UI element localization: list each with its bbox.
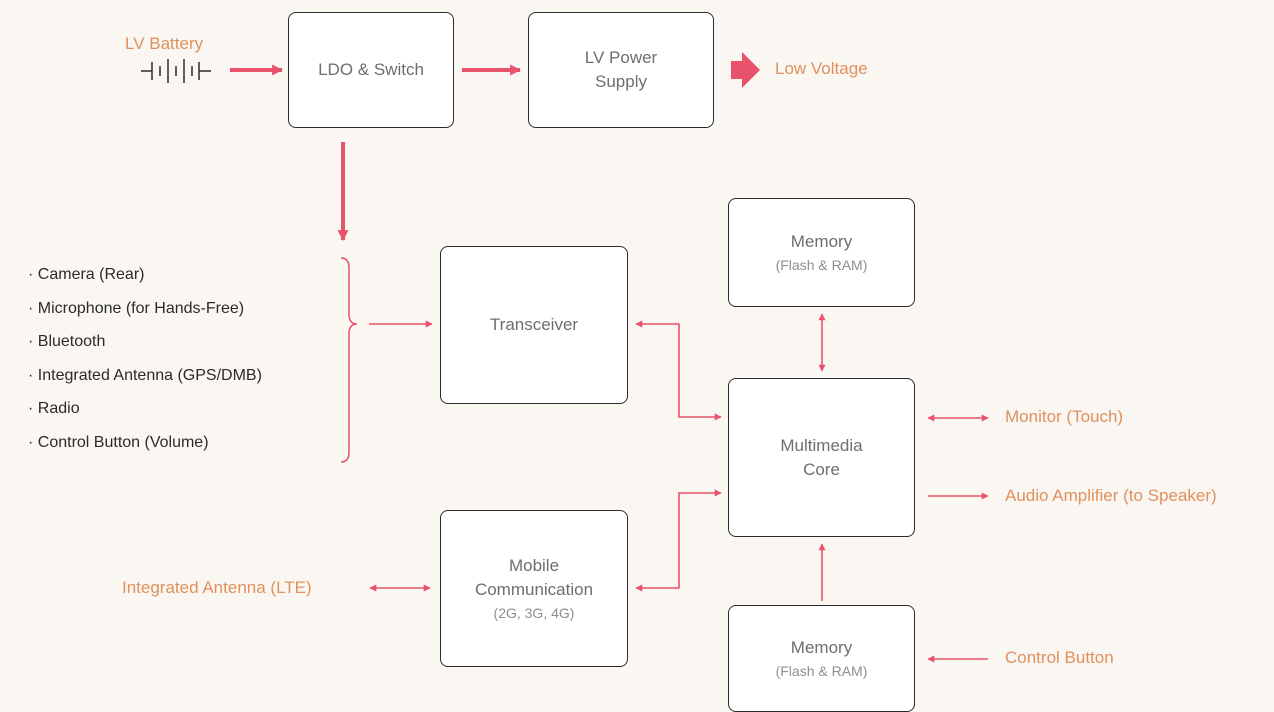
transceiver-label: Transceiver (489, 315, 579, 334)
monitor-label: Monitor (Touch) (1005, 407, 1124, 426)
input-list: Camera (Rear) Microphone (for Hands-Free… (28, 262, 262, 464)
arrow-mobile-multimedia (635, 489, 722, 592)
block-arrow-icon (731, 52, 760, 88)
ldo-switch-label: LDO & Switch (318, 60, 424, 79)
arrow-transceiver-multimedia (635, 320, 722, 421)
multimedia-line2: Core (803, 459, 840, 479)
mobile-line1: Mobile (508, 555, 560, 575)
mobile-line2: Communication (474, 579, 594, 599)
memory-bottom-box: Memory (Flash & RAM) (728, 605, 915, 712)
transceiver-box: Transceiver (440, 246, 628, 404)
low-voltage-label: Low Voltage (775, 59, 868, 78)
list-item: Control Button (Volume) (28, 430, 262, 464)
multimedia-core-box: Multimedia Core (728, 378, 915, 537)
lv-power-supply-line1: LV Power (584, 48, 658, 67)
memory-top-sub: (Flash & RAM) (775, 256, 868, 273)
memory-bottom-title: Memory (790, 637, 853, 657)
memory-top-title: Memory (790, 231, 853, 251)
lv-power-supply-line2: Supply (595, 72, 647, 91)
mobile-sub: (2G, 3G, 4G) (493, 604, 575, 621)
memory-bottom-sub: (Flash & RAM) (775, 662, 868, 679)
mobile-communication-box: Mobile Communication (2G, 3G, 4G) (440, 510, 628, 667)
control-button-label: Control Button (1005, 648, 1114, 667)
list-item: Radio (28, 396, 262, 430)
antenna-lte-label: Integrated Antenna (LTE) (122, 578, 312, 597)
list-item: Camera (Rear) (28, 262, 262, 296)
list-item: Microphone (for Hands-Free) (28, 296, 262, 330)
audio-amplifier-label: Audio Amplifier (to Speaker) (1005, 486, 1217, 505)
list-item: Integrated Antenna (GPS/DMB) (28, 363, 262, 397)
multimedia-line1: Multimedia (780, 435, 863, 455)
ldo-switch-box: LDO & Switch (288, 12, 454, 128)
memory-top-box: Memory (Flash & RAM) (728, 198, 915, 307)
input-brace (340, 257, 358, 463)
battery-icon (141, 59, 211, 83)
battery-label: LV Battery (125, 34, 204, 53)
lv-power-supply-box: LV Power Supply (528, 12, 714, 128)
list-item: Bluetooth (28, 329, 262, 363)
